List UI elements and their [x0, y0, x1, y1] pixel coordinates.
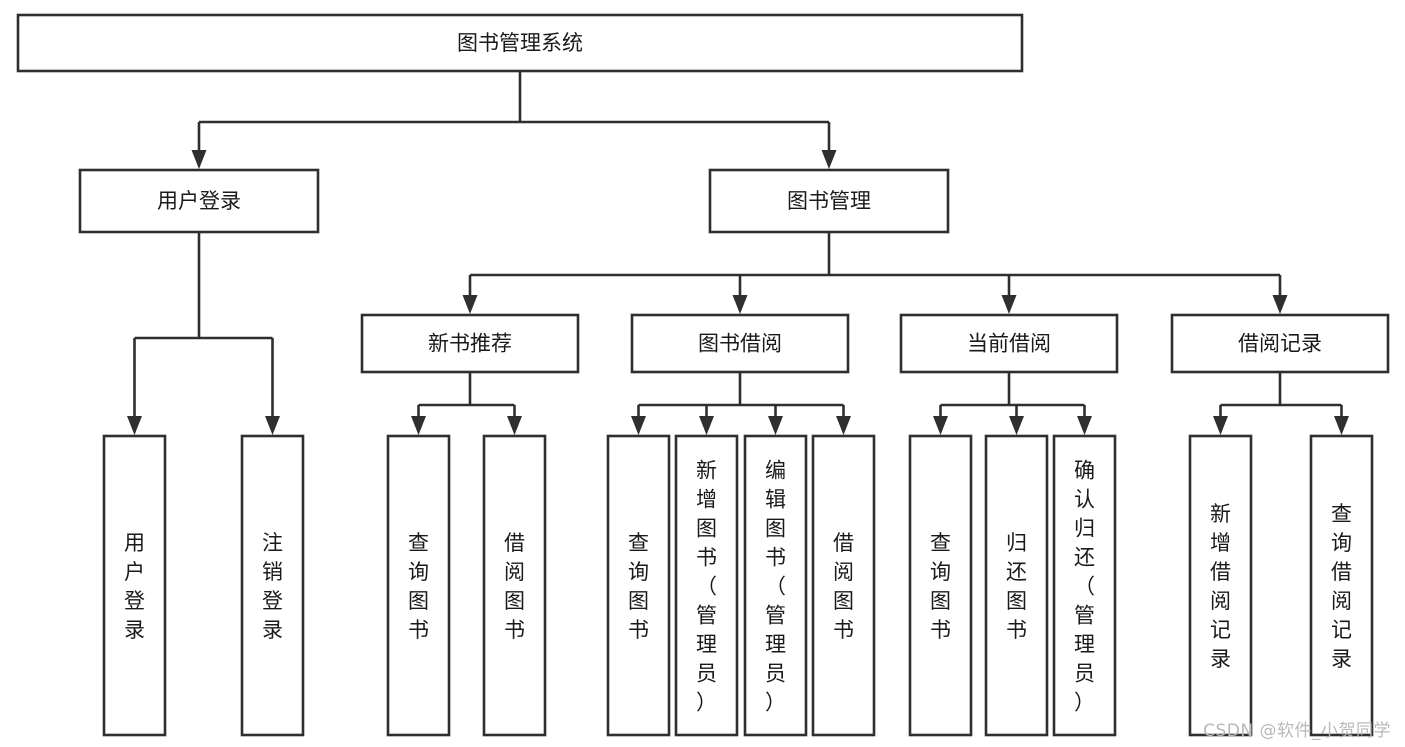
arrow-head-leaf_edit_book	[768, 416, 783, 435]
arrow-head-leaf_user_login	[127, 416, 142, 435]
node-borrow-record[interactable]: 借阅记录	[1170, 313, 1390, 374]
node-box-current-borrow[interactable]	[899, 313, 1119, 374]
node-label-user-login: 用户登录	[157, 189, 241, 213]
node-label-leaf-edit-book: 编辑图书（管理员）	[765, 459, 786, 715]
node-layer: 图书管理系统用户登录图书管理新书推荐图书借阅当前借阅借阅记录用户登录注销登录查询…	[16, 13, 1390, 737]
arrow-head-leaf_add_record	[1213, 416, 1228, 435]
node-label-leaf-add-record: 新增借阅记录	[1210, 502, 1231, 671]
node-box-user-login[interactable]	[78, 168, 320, 234]
arrow-head-leaf_confirm_return	[1077, 416, 1092, 435]
arrow-head-leaf_query_book_1	[411, 416, 426, 435]
node-label-leaf-confirm-return: 确认归还（管理员）	[1074, 459, 1095, 715]
arrow-head-book_borrow	[732, 295, 748, 314]
node-box-leaf-query-book-2[interactable]	[606, 434, 671, 737]
node-box-new-book-rec[interactable]	[360, 313, 580, 374]
node-box-leaf-borrow-book-1[interactable]	[482, 434, 547, 737]
node-box-leaf-add-record[interactable]	[1188, 434, 1253, 737]
arrow-head-leaf_query_book_3	[933, 416, 948, 435]
arrow-head-leaf_return_book	[1009, 416, 1024, 435]
node-box-leaf-confirm-return[interactable]	[1052, 434, 1117, 737]
node-box-leaf-return-book[interactable]	[984, 434, 1049, 737]
node-new-book-rec[interactable]: 新书推荐	[360, 313, 580, 374]
node-label-leaf-return-book: 归还图书	[1006, 531, 1027, 642]
node-box-root[interactable]	[16, 13, 1024, 73]
node-box-leaf-add-book[interactable]	[674, 434, 739, 737]
node-leaf-add-book[interactable]: 新增图书（管理员）	[674, 434, 739, 737]
node-label-leaf-query-book-1: 查询图书	[408, 531, 429, 642]
node-label-borrow-record: 借阅记录	[1238, 332, 1322, 356]
node-book-borrow[interactable]: 图书借阅	[630, 313, 850, 374]
node-label-leaf-query-book-2: 查询图书	[628, 531, 649, 642]
node-root[interactable]: 图书管理系统	[16, 13, 1024, 73]
node-label-current-borrow: 当前借阅	[967, 332, 1051, 356]
node-box-leaf-query-book-1[interactable]	[386, 434, 451, 737]
node-box-book-borrow[interactable]	[630, 313, 850, 374]
arrow-head-leaf_borrow_book_2	[836, 416, 851, 435]
node-label-leaf-borrow-book-1: 借阅图书	[504, 531, 525, 642]
arrow-head-book_manage	[821, 150, 837, 169]
node-label-new-book-rec: 新书推荐	[428, 332, 512, 356]
arrow-head-current_borrow	[1001, 295, 1017, 314]
watermark-text: CSDN @软件_小贺同学	[1203, 721, 1391, 741]
node-label-leaf-query-book-3: 查询图书	[930, 531, 951, 642]
node-leaf-user-login[interactable]: 用户登录	[102, 434, 167, 737]
node-user-login[interactable]: 用户登录	[78, 168, 320, 234]
node-label-leaf-query-record: 查询借阅记录	[1331, 502, 1352, 671]
arrow-head-leaf_add_book	[699, 416, 714, 435]
node-leaf-query-book-1[interactable]: 查询图书	[386, 434, 451, 737]
arrow-head-leaf_query_book_2	[631, 416, 646, 435]
node-box-leaf-user-login[interactable]	[102, 434, 167, 737]
node-label-leaf-borrow-book-2: 借阅图书	[833, 531, 854, 642]
node-box-leaf-query-record[interactable]	[1309, 434, 1374, 737]
node-box-leaf-logout[interactable]	[240, 434, 305, 737]
node-leaf-borrow-book-1[interactable]: 借阅图书	[482, 434, 547, 737]
node-book-manage[interactable]: 图书管理	[708, 168, 950, 234]
node-leaf-query-record[interactable]: 查询借阅记录	[1309, 434, 1374, 737]
node-box-leaf-borrow-book-2[interactable]	[811, 434, 876, 737]
arrow-head-leaf_query_record	[1334, 416, 1349, 435]
node-leaf-query-book-3[interactable]: 查询图书	[908, 434, 973, 737]
node-box-borrow-record[interactable]	[1170, 313, 1390, 374]
node-box-leaf-edit-book[interactable]	[743, 434, 808, 737]
arrow-head-borrow_record	[1272, 295, 1288, 314]
node-label-book-borrow: 图书借阅	[698, 332, 782, 356]
node-box-leaf-query-book-3[interactable]	[908, 434, 973, 737]
arrow-head-leaf_logout	[265, 416, 280, 435]
node-leaf-logout[interactable]: 注销登录	[240, 434, 305, 737]
edge-layer	[127, 71, 1349, 435]
node-current-borrow[interactable]: 当前借阅	[899, 313, 1119, 374]
node-label-leaf-logout: 注销登录	[262, 531, 283, 642]
node-leaf-edit-book[interactable]: 编辑图书（管理员）	[743, 434, 808, 737]
node-label-leaf-user-login: 用户登录	[124, 531, 145, 642]
node-label-book-manage: 图书管理	[787, 189, 871, 213]
arrow-head-leaf_borrow_book_1	[507, 416, 522, 435]
node-leaf-add-record[interactable]: 新增借阅记录	[1188, 434, 1253, 737]
node-leaf-query-book-2[interactable]: 查询图书	[606, 434, 671, 737]
node-label-root: 图书管理系统	[457, 31, 583, 55]
node-label-leaf-add-book: 新增图书（管理员）	[696, 459, 717, 715]
arrow-head-new_book_rec	[462, 295, 478, 314]
node-leaf-return-book[interactable]: 归还图书	[984, 434, 1049, 737]
node-leaf-confirm-return[interactable]: 确认归还（管理员）	[1052, 434, 1117, 737]
node-box-book-manage[interactable]	[708, 168, 950, 234]
arrow-head-user_login	[191, 150, 207, 169]
node-leaf-borrow-book-2[interactable]: 借阅图书	[811, 434, 876, 737]
